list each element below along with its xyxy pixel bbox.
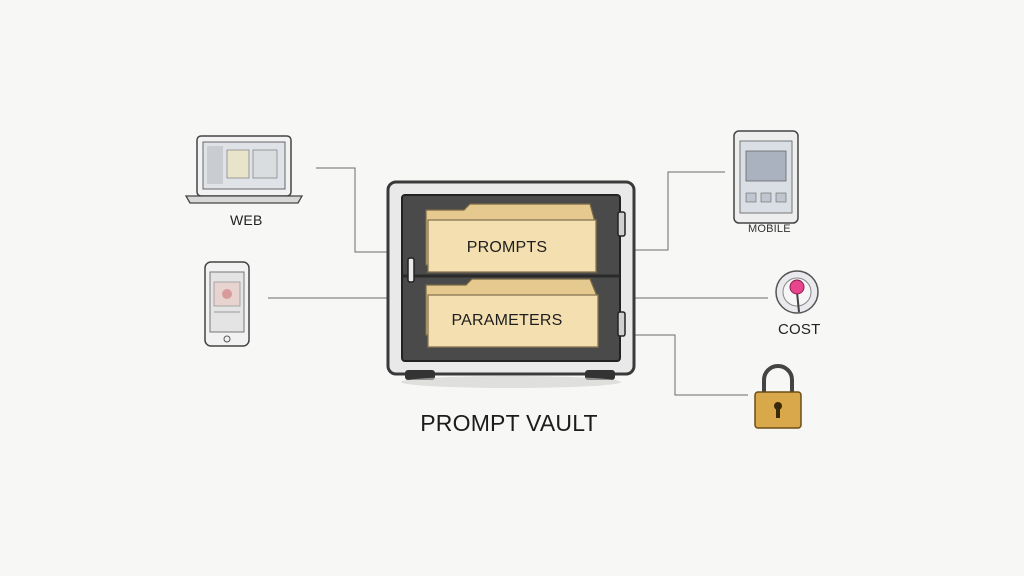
web-label: WEB	[230, 212, 263, 228]
pin-icon	[775, 270, 819, 314]
connector-mobile	[635, 171, 725, 251]
connector-web	[316, 167, 388, 253]
padlock-icon	[754, 364, 802, 429]
mobile-label: MOBILE	[748, 223, 791, 235]
folder-prompts	[425, 203, 597, 273]
smartphone-icon	[204, 261, 250, 347]
tablet-icon	[733, 130, 799, 224]
folder-parameters-label: PARAMETERS	[451, 312, 563, 329]
vault-hinge-bottom	[617, 311, 626, 337]
connector-lines	[268, 167, 768, 396]
vault-handle	[407, 257, 415, 283]
diagram-title: PROMPT VAULT	[420, 410, 598, 436]
vault-foot-left	[405, 370, 435, 380]
cost-label: COST	[778, 321, 821, 338]
vault-foot-right	[585, 370, 615, 380]
vault-safe	[386, 180, 636, 388]
vault-hinge-top	[617, 211, 626, 237]
folder-parameters	[425, 278, 599, 348]
connector-security	[635, 334, 748, 396]
folder-prompts-label: PROMPTS	[466, 239, 548, 256]
laptop-icon	[184, 135, 304, 204]
